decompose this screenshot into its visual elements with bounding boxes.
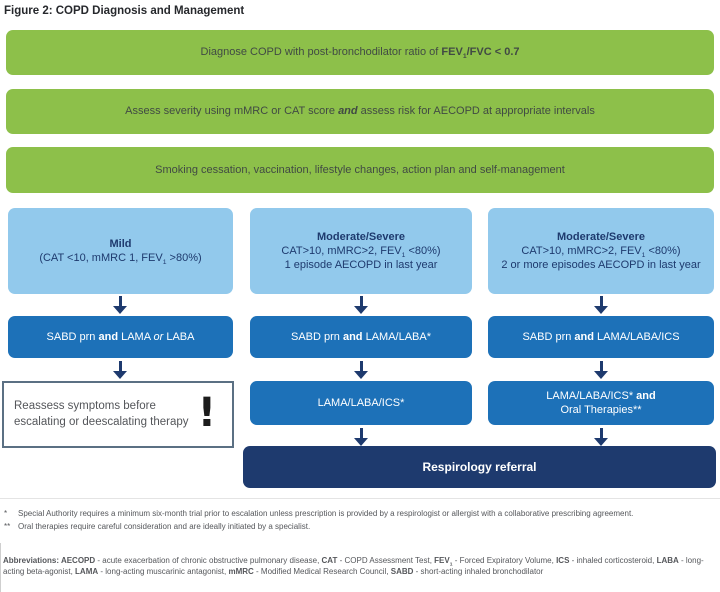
down-arrow-icon: [594, 361, 608, 379]
treatment-moderate1-step1: SABD prn and LAMA/LABA*: [250, 316, 472, 358]
down-arrow-icon: [594, 428, 608, 446]
divider-line: [0, 498, 720, 499]
treatment-moderate1-step2: LAMA/LABA/ICS*: [250, 381, 472, 425]
treatment-moderate2-step1-text: SABD prn and LAMA/LABA/ICS: [522, 330, 680, 343]
severity-box-moderate-severe-1: Moderate/Severe CAT>10, mMRC>2, FEV1 <80…: [250, 208, 472, 294]
severity-box-moderate-severe-2: Moderate/Severe CAT>10, mMRC>2, FEV1 <80…: [488, 208, 714, 294]
banner-lifestyle: Smoking cessation, vaccination, lifestyl…: [6, 147, 714, 193]
down-arrow-icon: [113, 296, 127, 314]
abbreviations: Abbreviations: AECOPD - acute exacerbati…: [3, 556, 704, 577]
footnote-special-authority: * Special Authority requires a minimum s…: [4, 508, 710, 519]
left-border-line: [0, 543, 1, 592]
treatment-moderate2-step2-text: LAMA/LABA/ICS* and Oral Therapies**: [546, 389, 656, 416]
treatment-moderate2-step1: SABD prn and LAMA/LABA/ICS: [488, 316, 714, 358]
severity-title-moderate-severe-1: Moderate/Severe: [316, 230, 406, 243]
footnote-oral-therapies: ** Oral therapies require careful consid…: [4, 521, 710, 532]
reassess-note-text: Reassess symptoms before escalating or d…: [14, 400, 189, 428]
down-arrow-icon: [594, 296, 608, 314]
severity-title-moderate-severe-2: Moderate/Severe: [556, 230, 646, 243]
banner-lifestyle-text: Smoking cessation, vaccination, lifestyl…: [155, 163, 565, 176]
treatment-moderate1-step2-text: LAMA/LABA/ICS*: [317, 396, 405, 409]
down-arrow-icon: [354, 296, 368, 314]
treatment-mild-step1: SABD prn and LAMA or LABA: [8, 316, 233, 358]
down-arrow-icon: [354, 428, 368, 446]
footnote-marker: *: [4, 509, 8, 518]
footnote-marker: **: [4, 522, 11, 532]
banner-assess-severity-text: Assess severity using mMRC or CAT score …: [125, 105, 595, 118]
exclamation-icon: !: [197, 389, 216, 436]
banner-diagnose: Diagnose COPD with post-bronchodilator r…: [6, 30, 714, 75]
severity-criteria-mild: (CAT <10, mMRC 1, FEV1 >80%): [39, 252, 202, 267]
severity-criteria-moderate-severe-1: CAT>10, mMRC>2, FEV1 <80%) 1 episode AEC…: [281, 244, 441, 272]
banner-diagnose-text: Diagnose COPD with post-bronchodilator r…: [200, 46, 520, 61]
reassess-note-box: Reassess symptoms before escalating or d…: [2, 381, 234, 448]
treatment-mild-step1-text: SABD prn and LAMA or LABA: [46, 330, 195, 343]
respirology-referral-box: Respirology referral: [243, 446, 716, 488]
severity-title-mild: Mild: [109, 237, 132, 250]
footnote-text: Special Authority requires a minimum six…: [18, 509, 634, 518]
figure-title: Figure 2: COPD Diagnosis and Management: [4, 5, 245, 17]
down-arrow-icon: [354, 361, 368, 379]
treatment-moderate2-step2: LAMA/LABA/ICS* and Oral Therapies**: [488, 381, 714, 425]
down-arrow-icon: [113, 361, 127, 379]
treatment-moderate1-step1-text: SABD prn and LAMA/LABA*: [290, 330, 431, 343]
severity-box-mild: Mild (CAT <10, mMRC 1, FEV1 >80%): [8, 208, 233, 294]
footnote-text: Oral therapies require careful considera…: [18, 522, 311, 532]
banner-assess-severity: Assess severity using mMRC or CAT score …: [6, 89, 714, 134]
severity-criteria-moderate-severe-2: CAT>10, mMRC>2, FEV1 <80%) 2 or more epi…: [501, 244, 701, 272]
footnotes: * Special Authority requires a minimum s…: [4, 508, 710, 534]
